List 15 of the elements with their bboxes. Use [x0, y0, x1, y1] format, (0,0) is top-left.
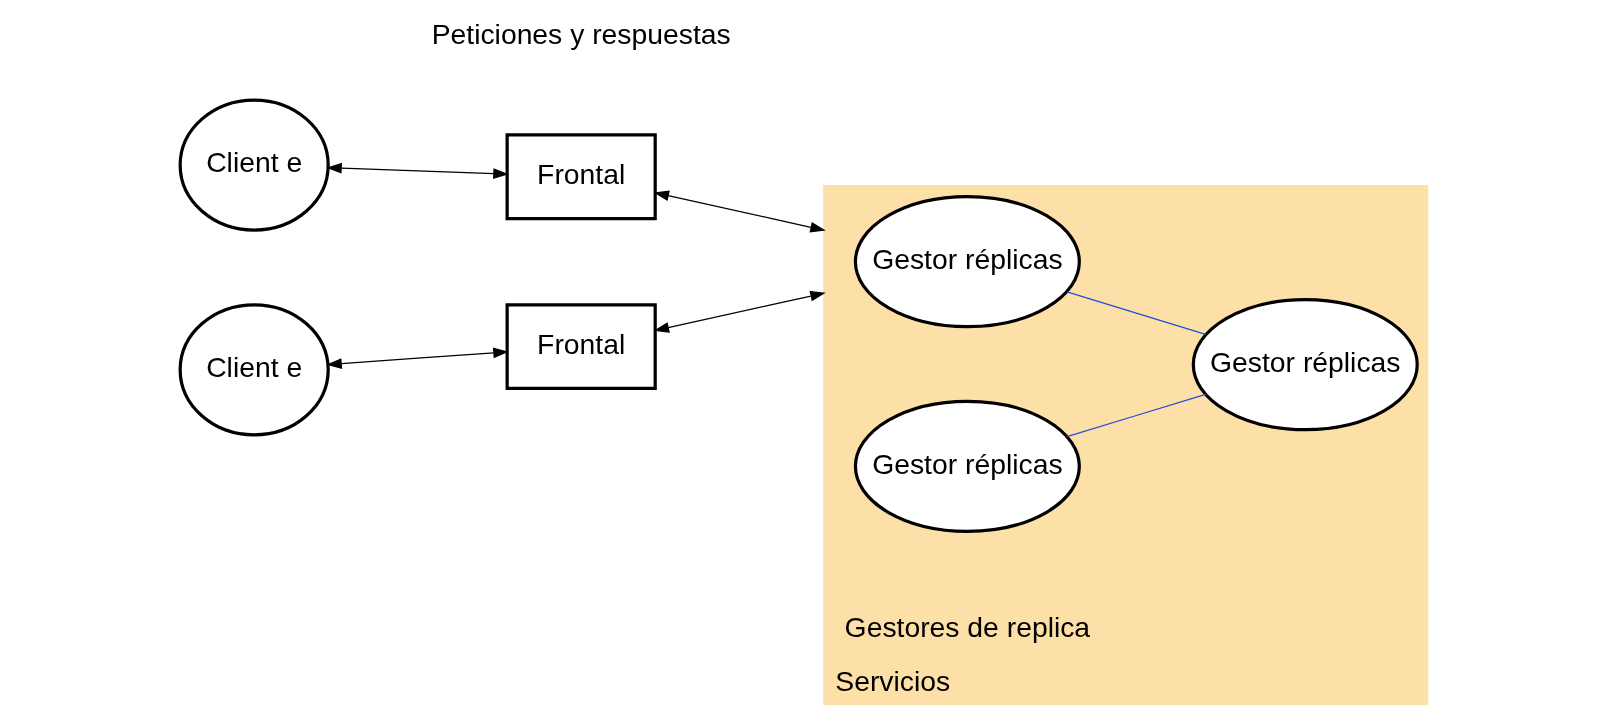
- arrow: [653, 190, 826, 233]
- node-ellipse: Gestor réplicas: [1191, 298, 1419, 432]
- node-box: Frontal: [505, 303, 657, 391]
- arrow: [653, 290, 826, 333]
- label: Gestores de replica: [844, 611, 1091, 644]
- node-ellipse: Gestor réplicas: [853, 195, 1081, 329]
- node-ellipse: Gestor réplicas: [853, 399, 1081, 533]
- arrow: [326, 347, 509, 370]
- node-ellipse: Client e: [178, 303, 330, 437]
- connector: [1066, 291, 1207, 336]
- label: Peticiones y respuestas: [431, 17, 731, 50]
- node-ellipse: Client e: [178, 98, 330, 232]
- connector: [1066, 393, 1207, 438]
- node-box: Frontal: [505, 133, 657, 221]
- arrow: [326, 162, 509, 179]
